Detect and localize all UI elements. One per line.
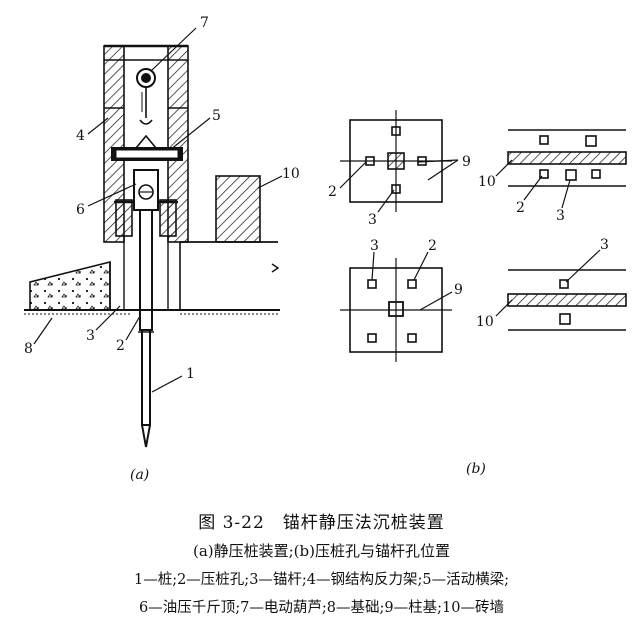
electric-hoist [136,68,156,125]
callout-10: 10 [282,166,300,182]
movable-crossbeam [111,134,183,161]
callout-7: 7 [200,15,209,31]
callout-5: 5 [212,108,221,124]
callout-8: 8 [24,341,33,357]
callout-1: 1 [186,366,195,382]
panel-a-label: (a) [130,467,149,483]
callout-b-tl-9: 9 [462,154,471,170]
panel-b-leaders [339,159,601,317]
callout-b-bl-3: 3 [370,238,379,254]
callout-b-tr-10: 10 [478,174,496,190]
callout-3: 3 [86,328,95,344]
legend-line-2: 6—油压千斤顶;7—电动葫芦;8—基础;9—柱基;10—砖墙 [139,600,504,616]
panel-b-layouts [339,110,627,362]
panel-b-label: (b) [466,461,486,477]
column-footing-bottom-left [340,258,452,362]
callout-2: 2 [116,338,125,354]
panel-a-device [24,27,283,448]
figure-title: 图 3-22 锚杆静压法沉桩装置 [198,513,445,533]
panel-a-leaders [33,27,283,393]
callout-b-bl-2: 2 [428,238,437,254]
callout-6: 6 [76,202,85,218]
figure-drawing: 7 4 5 6 10 8 3 2 1 (a) [24,15,627,483]
callout-4: 4 [76,128,85,144]
callout-b-tl-2: 2 [328,184,337,200]
callout-b-tl-3: 3 [368,212,377,228]
brick-wall [215,175,261,243]
anchor-assemblies [114,199,178,310]
figure-subtitle: (a)静压桩装置;(b)压桩孔与锚杆孔位置 [192,542,450,560]
hydraulic-jack [133,169,159,211]
callout-b-bl-9: 9 [454,282,463,298]
wall-strip-top-right [507,129,627,187]
callout-b-br-3: 3 [600,237,609,253]
panel-a-callouts: 7 4 5 6 10 8 3 2 1 (a) [24,15,300,483]
panel-b-callouts: 2 3 9 10 2 3 3 2 9 3 10 (b) [328,154,609,477]
callout-b-tr-3: 3 [556,208,565,224]
callout-b-tr-2: 2 [516,200,525,216]
wall-strip-bottom-right [507,269,627,331]
pile [138,209,154,448]
callout-b-br-10: 10 [476,314,494,330]
legend-line-1: 1—桩;2—压桩孔;3—锚杆;4—钢结构反力架;5—活动横梁; [133,572,510,588]
